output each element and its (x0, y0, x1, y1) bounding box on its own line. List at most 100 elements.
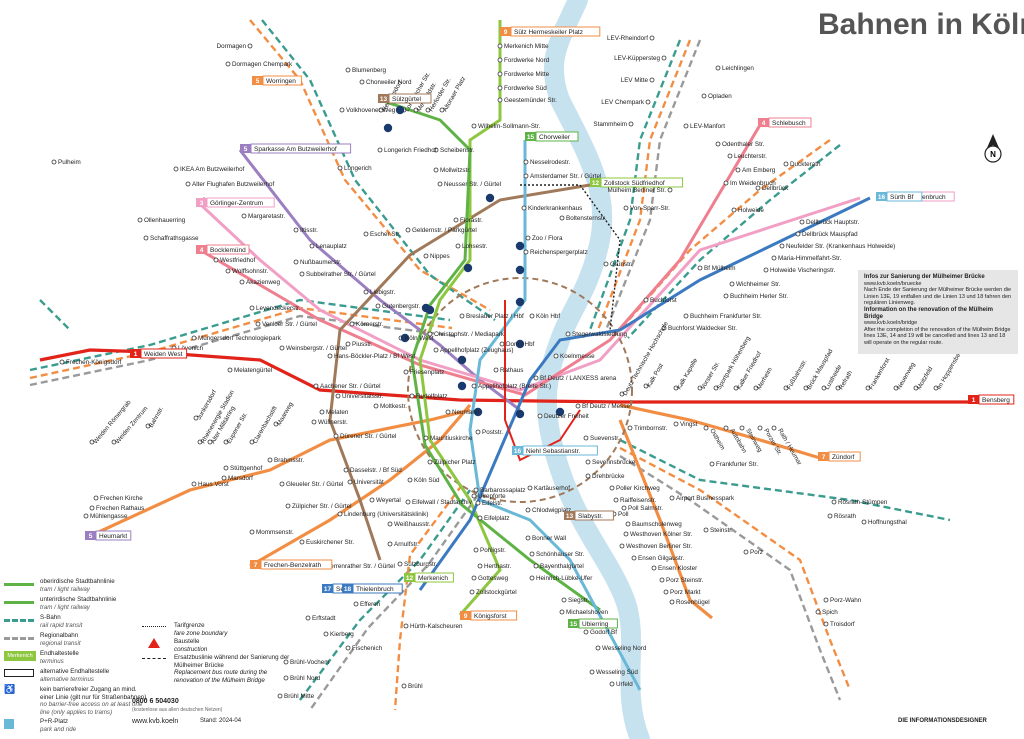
station-label: Duckterath (790, 161, 821, 168)
station-label: Melatengürtel (234, 367, 272, 374)
station-dot (283, 675, 289, 681)
station-dot (191, 335, 197, 341)
underground-station-icon (473, 407, 483, 417)
station-dot (559, 215, 565, 221)
station-label: Lindenburg (Universitätsklinik) (344, 511, 428, 518)
station-dot (293, 259, 299, 265)
station-label: IKEA Am Butzweilerhof (180, 166, 245, 173)
station-dot (445, 409, 451, 415)
underground-station-icon (457, 381, 467, 391)
compass-label: N (990, 150, 996, 159)
badge-line-number: 1 (134, 351, 138, 358)
info-title-en: Information on the renovation of the Mül… (864, 306, 993, 320)
info-url-en[interactable]: www.kvb.koeln/bridge (864, 320, 918, 327)
station-dot (755, 185, 761, 191)
info-url-de[interactable]: www.kvb.koeln/bruecke (864, 280, 922, 287)
station-label: Deutzer Freiheit (544, 413, 589, 420)
station-dot (83, 513, 89, 519)
station-dot (559, 609, 565, 615)
station-dot (631, 555, 637, 561)
station-label: Dom / Hbf (506, 341, 535, 348)
station-dot (771, 255, 777, 261)
station-label: Poller Kirchweg (616, 485, 660, 492)
station-dot (453, 217, 459, 223)
title-part1: Bahnen in (818, 8, 964, 41)
station-label: Buchforst (650, 297, 677, 304)
underground-station-icon (485, 193, 495, 203)
legend-label-en: terminus (40, 657, 64, 665)
station-dot (525, 235, 531, 241)
legend-label: kein barrierefreier Zugang an mind. eine… (40, 686, 147, 701)
station-label: Müngersdorf Technologiepark (198, 335, 282, 342)
station-dot (337, 511, 343, 517)
station-dot (603, 261, 609, 267)
station-dot (783, 161, 789, 167)
station-dot (627, 425, 633, 431)
station-label: Zollstockgürtel (476, 589, 517, 596)
station-label: Westfriedhof (220, 257, 255, 264)
station-label: LEV-Küppersteg (614, 55, 660, 62)
station-dot (137, 217, 143, 223)
badge-line-number: 16 (878, 194, 886, 201)
station-label: Weiden Römergrab (92, 399, 133, 446)
station-dot (405, 227, 411, 233)
footer-brand: DIE INFORMATIONSDESIGNER (898, 718, 987, 724)
station-dot (363, 231, 369, 237)
station-dot (221, 475, 227, 481)
construction-icon (148, 638, 160, 648)
badge-terminus-label: Sülzgürtel (392, 96, 421, 103)
footer-stand: Stand: 2024-04 (200, 718, 242, 724)
station-dot (673, 385, 679, 391)
station-dot (595, 645, 601, 651)
underground-station-icon (395, 105, 405, 115)
station-label: Porz Markt (670, 589, 701, 596)
station-dot (827, 513, 833, 519)
station-label: LEV-Rheindorf (607, 35, 648, 42)
badge-line-number: 12 (592, 180, 600, 187)
station-dot (735, 167, 741, 173)
station-dot (497, 97, 503, 103)
station-label: Körnerstr. (356, 321, 384, 328)
station-dot (413, 107, 419, 113)
station-label: Friesenplatz (410, 369, 444, 376)
legend-label: Endhaltestelle (40, 650, 79, 657)
badge-line-number: 5 (244, 146, 248, 153)
footer-website[interactable]: www.kvb.koeln (132, 718, 179, 725)
station-dot (145, 423, 151, 429)
station-dot (523, 249, 529, 255)
station-label: Dellbrück Hauptstr. (806, 219, 859, 226)
station-label: Michaelshoven (566, 609, 609, 616)
station-dot (715, 141, 721, 147)
station-label: Neufelder Str. (Krankenhaus Holweide) (786, 243, 895, 250)
footer-phone[interactable]: 0800 6 504030 (132, 698, 179, 705)
station-dot (669, 495, 675, 501)
station-dot (713, 385, 719, 391)
station-label: Geldernstr. / Parkgürtel (412, 227, 477, 234)
station-label: Appellhofplatz (Zeughaus) (440, 347, 514, 354)
underground-station-icon (421, 303, 431, 313)
badge-terminus-label: Bensberg (982, 397, 1010, 404)
badge-terminus-label: Slabystr. (578, 513, 603, 520)
station-label: Bf Mülheim (704, 265, 736, 272)
station-label: Eifelwall / Stadtarchiv (412, 499, 473, 506)
station-label: Dellbrück Mauspfad (802, 231, 858, 238)
station-label: Geestemünder Str. (504, 97, 557, 104)
station-dot (455, 243, 461, 249)
station-label: Heinrich-Lübke-Ufer (536, 575, 592, 582)
station-label: Ollenhauerring (144, 217, 186, 224)
station-dot (173, 166, 179, 172)
station-dot (709, 461, 715, 467)
station-dot (305, 615, 311, 621)
station-dot (493, 367, 499, 373)
station-dot (803, 385, 809, 391)
station-label: Ensen Kloster (658, 565, 697, 572)
station-dot (285, 503, 291, 509)
station-dot (439, 107, 445, 113)
station-dot (575, 403, 581, 409)
station-label: Köln Süd (414, 477, 440, 484)
station-label: Buchheim Herler Str. (730, 293, 788, 300)
station-dot (193, 415, 199, 421)
